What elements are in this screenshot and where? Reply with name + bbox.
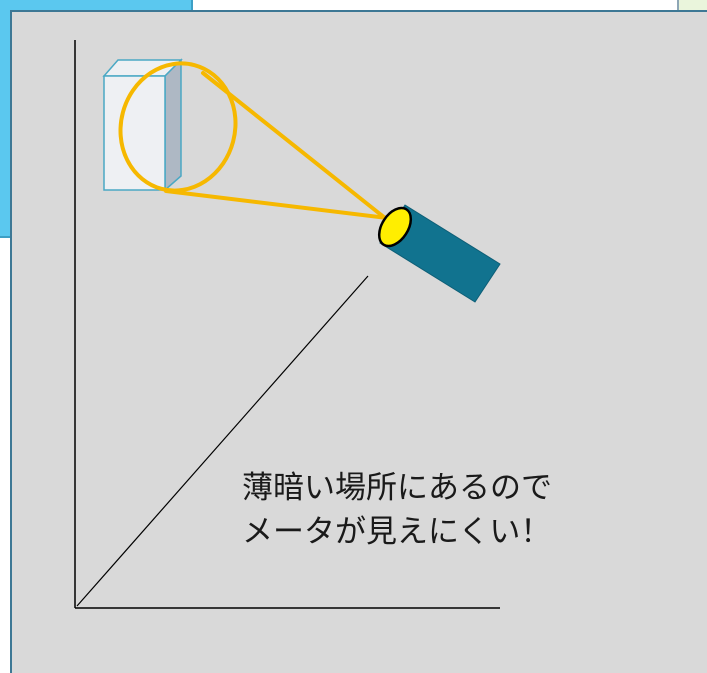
meter-box-icon (102, 58, 183, 192)
diagonal-guide-line (76, 275, 369, 607)
flashlight-lens (377, 206, 413, 248)
meter-box-side (164, 58, 182, 192)
beam-lower-edge (164, 189, 389, 220)
caption-line-1: 薄暗い場所にあるので (242, 470, 552, 506)
caption-line-2: メータが見えにくい！ (242, 514, 552, 550)
top-gap (195, 0, 675, 10)
beam-spot-ellipse (118, 61, 238, 193)
beam-upper-edge (201, 71, 392, 224)
flashlight-icon (377, 204, 501, 303)
caption-text: 薄暗い場所にあるので メータが見えにくい！ (242, 466, 552, 554)
light-beam (118, 61, 392, 224)
